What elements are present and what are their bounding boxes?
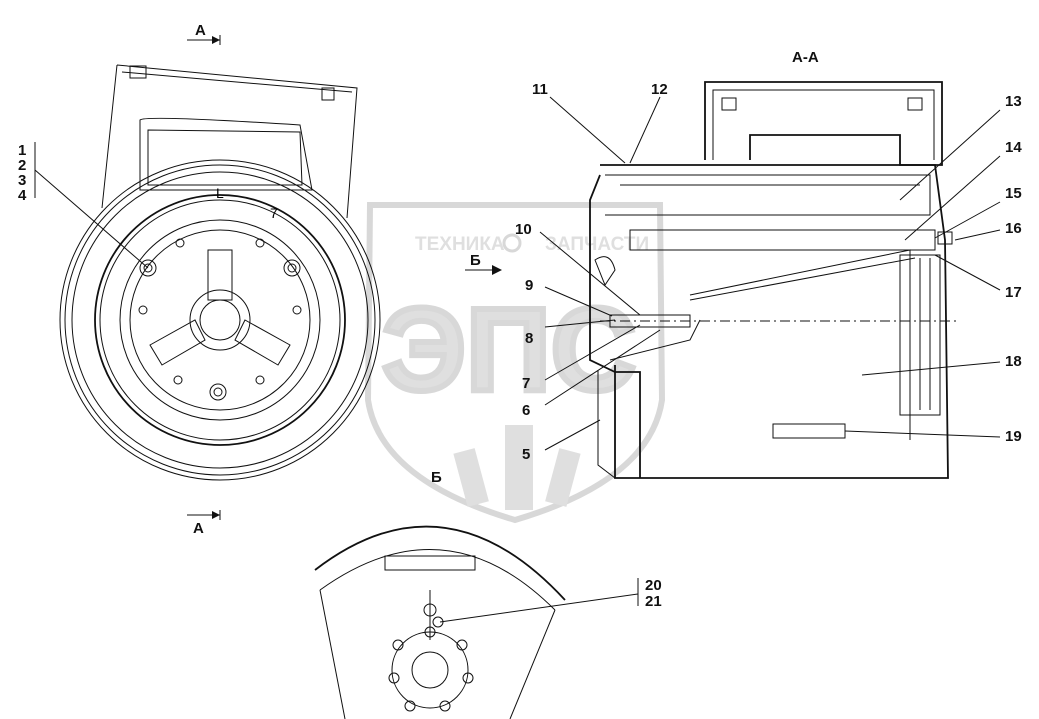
svg-text:14: 14 — [1005, 139, 1022, 156]
svg-text:11: 11 — [532, 81, 548, 98]
svg-text:13: 13 — [1005, 93, 1022, 110]
section-marker-top: А — [187, 22, 221, 45]
svg-text:Б: Б — [431, 469, 442, 486]
nameplate-b — [384, 555, 476, 571]
bolt-holes — [138, 238, 302, 401]
svg-text:4: 4 — [18, 187, 27, 204]
svg-text:А: А — [193, 520, 204, 537]
view-title: А-А — [792, 49, 819, 66]
clip-icon — [129, 65, 147, 79]
svg-text:5: 5 — [522, 446, 530, 463]
svg-text:18: 18 — [1005, 353, 1022, 370]
section-marker-bottom: А — [187, 510, 221, 537]
watermark-logo: ЭПС — [382, 284, 636, 416]
svg-text:6: 6 — [522, 402, 530, 419]
svg-text:9: 9 — [525, 277, 533, 294]
svg-text:Б: Б — [470, 252, 481, 269]
view-b-arrow: Б — [465, 252, 502, 275]
callouts-section: 11 12 13 14 15 16 17 18 19 10 9 8 7 6 5 — [515, 81, 1022, 463]
svg-text:19: 19 — [1005, 428, 1022, 445]
svg-text:А: А — [195, 22, 206, 39]
nameplate — [772, 423, 846, 439]
svg-text:21: 21 — [645, 593, 662, 610]
lock-nut-icon — [388, 626, 474, 712]
svg-text:7: 7 — [270, 205, 278, 221]
gear-icon — [502, 233, 522, 253]
clip-icon — [321, 87, 335, 101]
svg-text:16: 16 — [1005, 220, 1022, 237]
svg-text:17: 17 — [1005, 284, 1022, 301]
front-view: L 7 — [59, 64, 381, 481]
section-view: А-А — [589, 49, 960, 479]
view-b: Б 20 21 — [314, 469, 662, 719]
svg-text:8: 8 — [525, 330, 533, 347]
svg-text:3: 3 — [18, 172, 26, 189]
callout-group-1-4: 1 2 3 4 — [18, 142, 149, 269]
svg-text:L: L — [216, 185, 224, 201]
wheat-icon — [453, 425, 581, 510]
svg-text:15: 15 — [1005, 185, 1022, 202]
svg-text:10: 10 — [515, 221, 532, 238]
svg-text:20: 20 — [645, 577, 662, 594]
svg-text:1: 1 — [18, 142, 26, 159]
svg-text:7: 7 — [522, 375, 530, 392]
watermark-brand-2: ЗАПЧАСТИ — [545, 234, 649, 255]
svg-text:2: 2 — [18, 157, 26, 174]
watermark: ТЕХНИКА ЗАПЧАСТИ ЭПС — [364, 202, 666, 524]
watermark-brand: ТЕХНИКА — [415, 234, 505, 255]
svg-text:12: 12 — [651, 81, 668, 98]
